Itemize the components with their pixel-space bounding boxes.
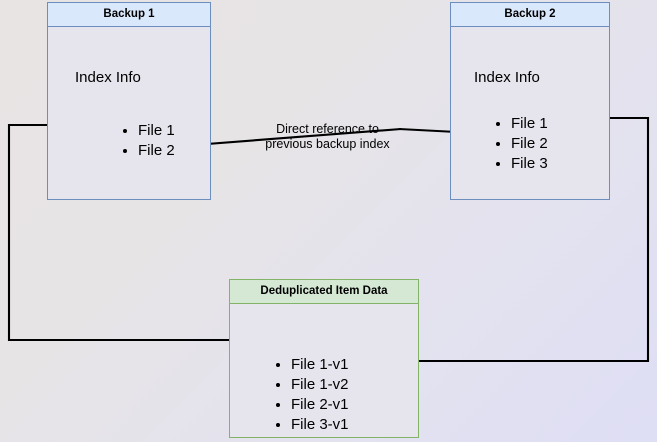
direct-reference-line-1: Direct reference to bbox=[276, 122, 379, 136]
direct-reference-line-2: previous backup index bbox=[265, 137, 390, 151]
dedup-header: Deduplicated Item Data bbox=[230, 280, 418, 304]
list-item: File 2 bbox=[511, 134, 548, 154]
backup2-box: Backup 2 Index Info File 1 File 2 File 3 bbox=[450, 2, 610, 200]
dedup-file-list: File 1-v1 File 1-v2 File 2-v1 File 3-v1 bbox=[273, 355, 349, 435]
list-item: File 3-v1 bbox=[291, 415, 349, 435]
backup1-header: Backup 1 bbox=[48, 3, 210, 27]
list-item: File 2-v1 bbox=[291, 395, 349, 415]
backup2-file-list: File 1 File 2 File 3 bbox=[493, 114, 548, 174]
list-item: File 1 bbox=[138, 121, 175, 141]
backup2-body: Index Info File 1 File 2 File 3 bbox=[451, 27, 609, 201]
backup1-body: Index Info File 1 File 2 bbox=[48, 27, 210, 201]
list-item: File 1-v2 bbox=[291, 375, 349, 395]
deduplicated-item-data-box: Deduplicated Item Data File 1-v1 File 1-… bbox=[229, 279, 419, 438]
direct-reference-annotation: Direct reference to previous backup inde… bbox=[255, 122, 400, 152]
backup2-index-info-label: Index Info bbox=[474, 68, 540, 86]
backup1-box: Backup 1 Index Info File 1 File 2 bbox=[47, 2, 211, 200]
backup2-header: Backup 2 bbox=[451, 3, 609, 27]
backup1-index-info-label: Index Info bbox=[75, 68, 141, 86]
list-item: File 1-v1 bbox=[291, 355, 349, 375]
list-item: File 1 bbox=[511, 114, 548, 134]
backup1-file-list: File 1 File 2 bbox=[120, 121, 175, 161]
list-item: File 3 bbox=[511, 154, 548, 174]
dedup-body: File 1-v1 File 1-v2 File 2-v1 File 3-v1 bbox=[230, 304, 418, 439]
list-item: File 2 bbox=[138, 141, 175, 161]
